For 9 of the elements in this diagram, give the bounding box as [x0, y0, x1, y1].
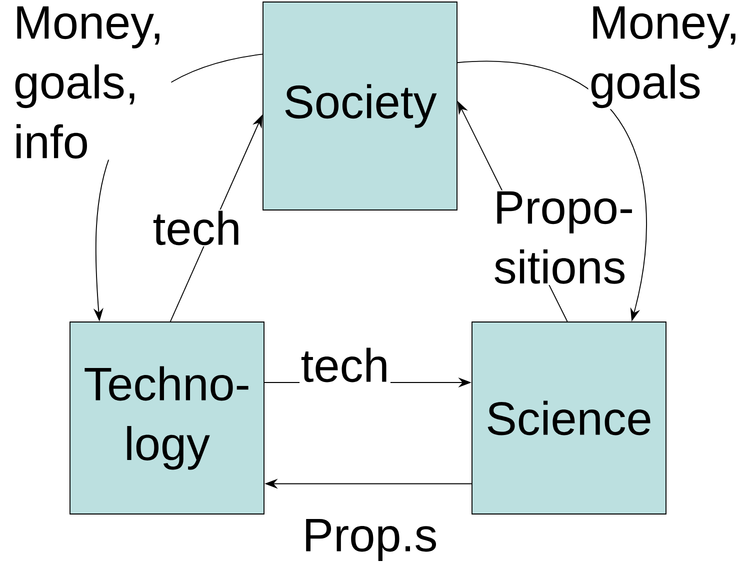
edge-label: Propo- sitions — [492, 190, 635, 286]
edge-label: Money, goals, info — [12, 5, 172, 160]
concept-box: Science — [472, 322, 666, 514]
edge-label: Money, goals — [588, 5, 745, 110]
edge-label: tech — [300, 346, 390, 384]
edge-label: tech — [152, 210, 242, 246]
concept-box: Techno- logy — [70, 322, 264, 514]
edge-label: Prop.s — [301, 518, 439, 562]
concept-box: Society — [262, 2, 458, 210]
